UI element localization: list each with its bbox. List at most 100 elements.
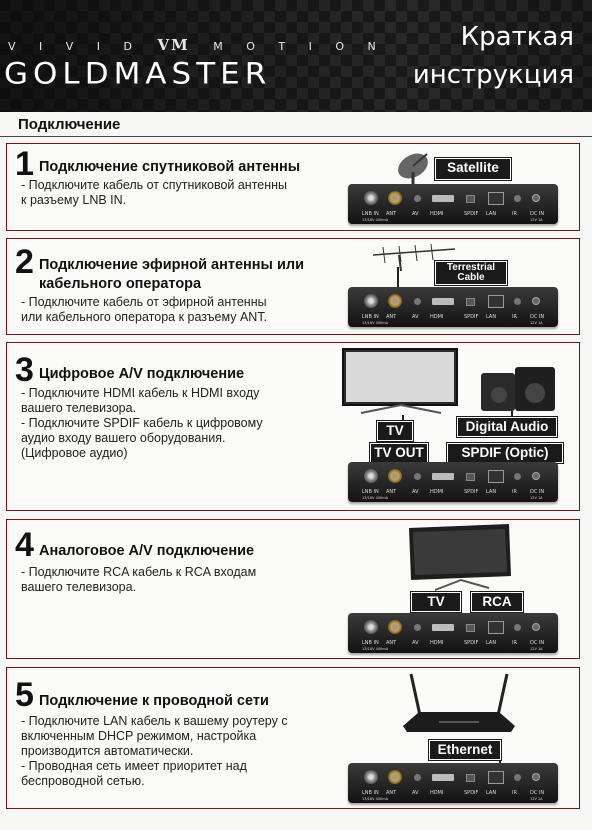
antenna-cable <box>397 267 399 293</box>
spdif-port <box>466 473 475 481</box>
lnb-in-port <box>364 469 378 483</box>
router-icon <box>403 673 515 732</box>
brand-tagline: V I V I D VM M O T I O N <box>8 36 386 54</box>
lan-port-label: LAN <box>486 489 497 495</box>
brand-logo: GOLDMASTER <box>4 56 272 92</box>
step-body: - Подключите кабель от спутниковой антен… <box>21 178 288 207</box>
hdmi-port <box>432 624 454 631</box>
tag-satellite: Satellite <box>434 157 512 181</box>
av-port-label: AV <box>412 640 419 646</box>
tv-icon <box>342 348 458 414</box>
dc-in-port <box>532 773 540 781</box>
hdmi-port-label: HDMI <box>430 489 444 495</box>
ant-port <box>388 620 402 634</box>
hdmi-port-label: HDMI <box>430 640 444 646</box>
ir-port <box>514 195 521 202</box>
lan-port-label: LAN <box>486 211 497 217</box>
speakers-icon <box>481 367 555 411</box>
step-body: - Подключите HDMI кабель к HDMI входу ва… <box>21 386 263 460</box>
lan-port-label: LAN <box>486 314 497 320</box>
step-3: 3 Цифровое A/V подключение - Подключите … <box>6 342 580 511</box>
ir-port <box>514 774 521 781</box>
doc-title-line2: инструкция <box>412 60 574 90</box>
spdif-port <box>466 195 475 203</box>
ir-port-label: IR <box>512 314 517 320</box>
ir-port-label: IR <box>512 640 517 646</box>
hdmi-port <box>432 774 454 781</box>
lnb-in-port <box>364 770 378 784</box>
lan-port <box>488 470 504 483</box>
hdmi-port-label: HDMI <box>430 211 444 217</box>
spdif-port-label: SPDIF <box>464 211 479 217</box>
step-number: 5 <box>15 676 34 714</box>
hdmi-port <box>432 298 454 305</box>
lan-port-label: LAN <box>486 790 497 796</box>
ant-port-label: ANT <box>386 489 397 495</box>
divider <box>0 136 592 137</box>
step-number: 4 <box>15 526 34 564</box>
ir-port-label: IR <box>512 211 517 217</box>
av-port <box>414 195 421 202</box>
lan-port <box>488 192 504 205</box>
step-body: - Подключите LAN кабель к вашему роутеру… <box>21 714 288 788</box>
step-body: - Подключите кабель от эфирной антенны и… <box>21 295 268 324</box>
section-title: Подключение <box>18 116 121 133</box>
hdmi-port <box>432 195 454 202</box>
tag-tv-out: TV OUT <box>369 442 429 464</box>
tag-tv: TV <box>410 591 462 613</box>
tagline-left: V I V I D <box>8 40 142 53</box>
step-heading: Подключение спутниковой антенны <box>39 159 301 175</box>
spdif-port-label: SPDIF <box>464 489 479 495</box>
spdif-port <box>466 624 475 632</box>
step-2: 2 Подключение эфирной антенны или кабель… <box>6 238 580 335</box>
spdif-port <box>466 298 475 306</box>
spdif-port-label: SPDIF <box>464 790 479 796</box>
av-port-label: AV <box>412 211 419 217</box>
lan-port-label: LAN <box>486 640 497 646</box>
ant-port <box>388 294 402 308</box>
vm-logo: VM <box>157 36 190 54</box>
lan-port <box>488 771 504 784</box>
hdmi-port-label: HDMI <box>430 314 444 320</box>
av-port-label: AV <box>412 489 419 495</box>
lan-port <box>488 295 504 308</box>
spdif-port <box>466 774 475 782</box>
step-number: 2 <box>15 243 34 281</box>
terrestrial-antenna-icon <box>372 243 456 271</box>
dc-in-port <box>532 297 540 305</box>
tag-spdif-optic: SPDIF (Optic) <box>446 442 564 464</box>
spdif-port-label: SPDIF <box>464 640 479 646</box>
step-heading: Подключение к проводной сети <box>39 693 269 709</box>
ir-port-label: IR <box>512 790 517 796</box>
av-port <box>414 473 421 480</box>
doc-title: Краткая инструкция <box>413 18 574 94</box>
hdmi-port <box>432 473 454 480</box>
lan-port <box>488 621 504 634</box>
ir-port <box>514 624 521 631</box>
step-heading: Цифровое A/V подключение <box>39 366 245 382</box>
ir-port <box>514 473 521 480</box>
step-number: 3 <box>15 351 34 389</box>
av-port <box>414 774 421 781</box>
step-number: 1 <box>15 145 34 183</box>
ir-port-label: IR <box>512 489 517 495</box>
av-port-label: AV <box>412 314 419 320</box>
ant-port <box>388 191 402 205</box>
header-banner: V I V I D VM M O T I O N GOLDMASTER Крат… <box>0 0 592 112</box>
av-port-label: AV <box>412 790 419 796</box>
lnb-in-port <box>364 620 378 634</box>
